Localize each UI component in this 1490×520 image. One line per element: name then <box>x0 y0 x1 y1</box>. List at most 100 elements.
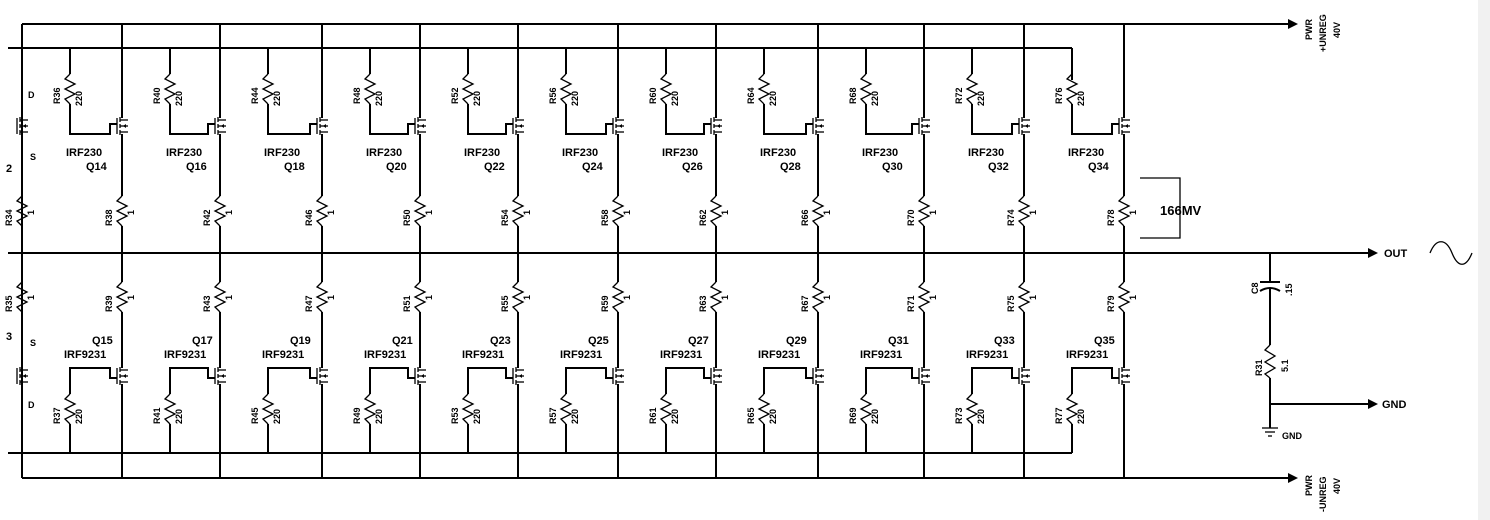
mosfet-icon <box>812 367 824 385</box>
gate-resistor-value-group: 220 <box>174 91 184 106</box>
source-resistor-ref-upper-group: R58 <box>600 209 610 226</box>
source-resistor-upper <box>413 195 427 227</box>
gate-resistor-ref-group: R45 <box>250 407 260 424</box>
gate-resistor-value-group: 220 <box>374 409 384 424</box>
gate-resistor-ref-group: R61 <box>648 407 658 424</box>
mosfet-ref: Q25 <box>588 335 609 347</box>
source-resistor-ref-upper-group: R74 <box>1006 209 1016 226</box>
source-resistor-value-lower: 1 <box>928 295 938 300</box>
bracket-line <box>1140 177 1181 239</box>
source-resistor-upper <box>811 195 825 227</box>
bottom-rail-label-2: -UNREG <box>1318 477 1328 513</box>
gate-resistor-ref-group: R48 <box>352 87 362 104</box>
mosfet-part-number: IRF9231 <box>560 349 602 361</box>
gate-resistor-value-group: 220 <box>670 409 680 424</box>
source-resistor-ref-upper: R66 <box>800 209 810 226</box>
source-resistor-value-lower-group: 1 <box>224 295 234 300</box>
gate-resistor-value: 220 <box>768 409 778 424</box>
source-resistor-value-upper: 1 <box>720 210 730 215</box>
gate-resistor-ref: R60 <box>648 87 658 104</box>
source-resistor-value-upper-group: 1 <box>1028 210 1038 215</box>
source-resistor-value-upper: 1 <box>326 210 336 215</box>
gate-resistor-value-group: 220 <box>472 91 482 106</box>
gate-resistor-upper <box>559 73 573 105</box>
gate-resistor-ref: R61 <box>648 407 658 424</box>
gate-resistor-lower <box>559 393 573 425</box>
gate-resistor-ref: R45 <box>250 407 260 424</box>
mosfet-part-number: IRF9231 <box>64 349 106 361</box>
resistor-zigzag <box>1263 344 1277 379</box>
top-rail-label-1: PWR <box>1304 19 1314 40</box>
source-resistor-value-lower: 1 <box>1028 295 1038 300</box>
arrow-icon <box>1288 473 1298 483</box>
source-resistor-value-lower-group: 1 <box>126 295 136 300</box>
mosfet-part-number: IRF230 <box>366 147 402 159</box>
source-resistor-value-lower-group: 1 <box>26 295 36 300</box>
gate-wire-to-mosfet <box>169 104 215 135</box>
arrow-icon <box>1288 19 1298 29</box>
source-resistor-upper <box>115 195 129 227</box>
gate-resistor-lower <box>659 393 673 425</box>
gate-resistor-lower <box>163 393 177 425</box>
gate-resistor-ref-group: R36 <box>52 87 62 104</box>
source-resistor-ref-upper: R58 <box>600 209 610 226</box>
gate-resistor-value: 220 <box>1076 409 1086 424</box>
mosfet-ref: Q15 <box>92 335 113 347</box>
source-resistor-ref-upper-group: R46 <box>304 209 314 226</box>
source-resistor-value-lower: 1 <box>822 295 832 300</box>
gate-resistor-ref-group: R41 <box>152 407 162 424</box>
source-resistor-ref-upper: R42 <box>202 209 212 226</box>
source-resistor-value-lower: 1 <box>522 295 532 300</box>
gate-wire-to-mosfet <box>267 104 317 135</box>
mosfet-ref: Q27 <box>688 335 709 347</box>
gate-resistor-value: 220 <box>74 91 84 106</box>
source-resistor-upper <box>213 195 227 227</box>
pin-s-lower: S <box>30 338 36 348</box>
source-resistor-lower <box>709 281 723 313</box>
mosfet-part-number: IRF9231 <box>462 349 504 361</box>
gate-resistor-value: 220 <box>768 91 778 106</box>
gate-resistor-ref-group: R52 <box>450 87 460 104</box>
gate-resistor-lower <box>461 393 475 425</box>
gate-wire-to-mosfet <box>467 104 513 135</box>
mosfet-part-number: IRF230 <box>662 147 698 159</box>
gate-resistor-ref: R44 <box>250 87 260 104</box>
source-resistor-lower <box>1117 281 1131 313</box>
source-resistor-ref-upper: R74 <box>1006 209 1016 226</box>
measurement-bracket: 166MV <box>1140 177 1202 239</box>
mosfet-ref: Q35 <box>1094 335 1115 347</box>
gate-resistor-value-group: 220 <box>74 91 84 106</box>
mosfet-ref: Q19 <box>290 335 311 347</box>
gate-resistor-ref: R77 <box>1054 407 1064 424</box>
gate-resistor-ref-group: R69 <box>848 407 858 424</box>
gate-resistor-upper <box>659 73 673 105</box>
mosfet-icon <box>316 117 328 135</box>
source-resistor-ref-lower-group: R47 <box>304 295 314 312</box>
bottom-rail-label-3: 40V <box>1332 478 1342 494</box>
gate-resistor-upper <box>261 73 275 105</box>
source-resistor-ref-lower-group: R75 <box>1006 295 1016 312</box>
source-resistor-ref-upper: R78 <box>1106 209 1116 226</box>
gate-resistor-ref: R49 <box>352 407 362 424</box>
mosfet-icon <box>414 117 426 135</box>
gate-resistor-value: 220 <box>670 409 680 424</box>
top-rail-label-3: 40V <box>1332 22 1342 38</box>
scrollbar-track[interactable] <box>1478 0 1490 520</box>
gate-wire-to-mosfet <box>763 367 813 394</box>
gate-wire-to-mosfet <box>467 367 513 394</box>
gate-resistor-ref-group: R60 <box>648 87 658 104</box>
